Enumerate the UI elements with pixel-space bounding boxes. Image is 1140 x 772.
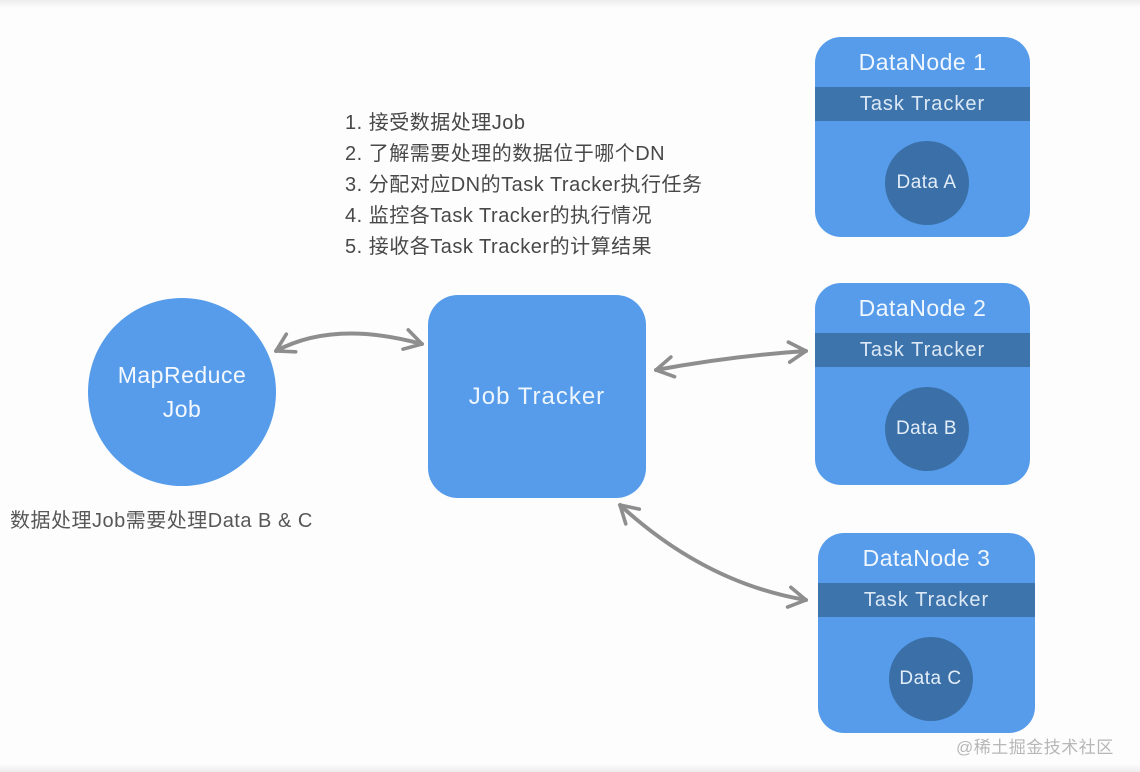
mapreduce-job-label-line1: MapReduce <box>117 362 247 388</box>
datanode-1-node: DataNode 1 Task Tracker Data A <box>815 37 1030 237</box>
duty-item-4: 4. 监控各Task Tracker的执行情况 <box>345 205 653 227</box>
job-data-note: 数据处理Job需要处理Data B & C <box>10 510 313 532</box>
datanode-2-task-tracker-label: Task Tracker <box>859 338 986 361</box>
datanode-1-data-circle: Data A <box>884 141 969 225</box>
datanode-3-task-tracker-band: Task Tracker <box>818 583 1035 617</box>
mapreduce-job-label-line2: Job <box>162 396 202 422</box>
datanode-2-data-circle: Data B <box>884 387 969 471</box>
watermark-text: @稀土掘金技术社区 <box>956 738 1114 757</box>
arrow-mapreduce-jobtracker <box>274 328 424 354</box>
job-tracker-node: Job Tracker <box>428 295 646 498</box>
datanode-3-task-tracker-label: Task Tracker <box>863 588 990 611</box>
duty-item-3: 3. 分配对应DN的Task Tracker执行任务 <box>345 174 703 196</box>
datanode-1-data-label: Data A <box>896 172 957 193</box>
duty-item-2: 2. 了解需要处理的数据位于哪个DN <box>345 143 666 165</box>
arrow-jobtracker-datanode2 <box>654 340 808 379</box>
mapreduce-job-node: MapReduce Job <box>88 298 276 486</box>
top-edge-fade <box>0 0 1140 8</box>
datanode-2-title: DataNode 2 <box>858 295 987 321</box>
datanode-2-data-label: Data B <box>895 418 958 439</box>
duty-item-5: 5. 接收各Task Tracker的计算结果 <box>345 236 653 258</box>
job-tracker-label: Job Tracker <box>468 382 606 410</box>
datanode-3-data-label: Data C <box>899 668 962 689</box>
duty-item-1: 1. 接受数据处理Job <box>345 112 526 134</box>
datanode-3-node: DataNode 3 Task Tracker Data C <box>818 533 1035 733</box>
job-tracker-duties-list: 1. 接受数据处理Job 2. 了解需要处理的数据位于哪个DN 3. 分配对应D… <box>345 108 702 263</box>
datanode-2-node: DataNode 2 Task Tracker Data B <box>815 283 1030 485</box>
datanode-1-task-tracker-label: Task Tracker <box>859 92 986 115</box>
arrow-jobtracker-datanode3 <box>618 503 808 609</box>
datanode-1-title: DataNode 1 <box>858 49 987 75</box>
datanode-2-task-tracker-band: Task Tracker <box>815 333 1030 367</box>
datanode-3-title: DataNode 3 <box>862 545 991 571</box>
datanode-3-data-circle: Data C <box>888 637 973 721</box>
datanode-1-task-tracker-band: Task Tracker <box>815 87 1030 121</box>
bottom-edge-fade <box>0 764 1140 772</box>
